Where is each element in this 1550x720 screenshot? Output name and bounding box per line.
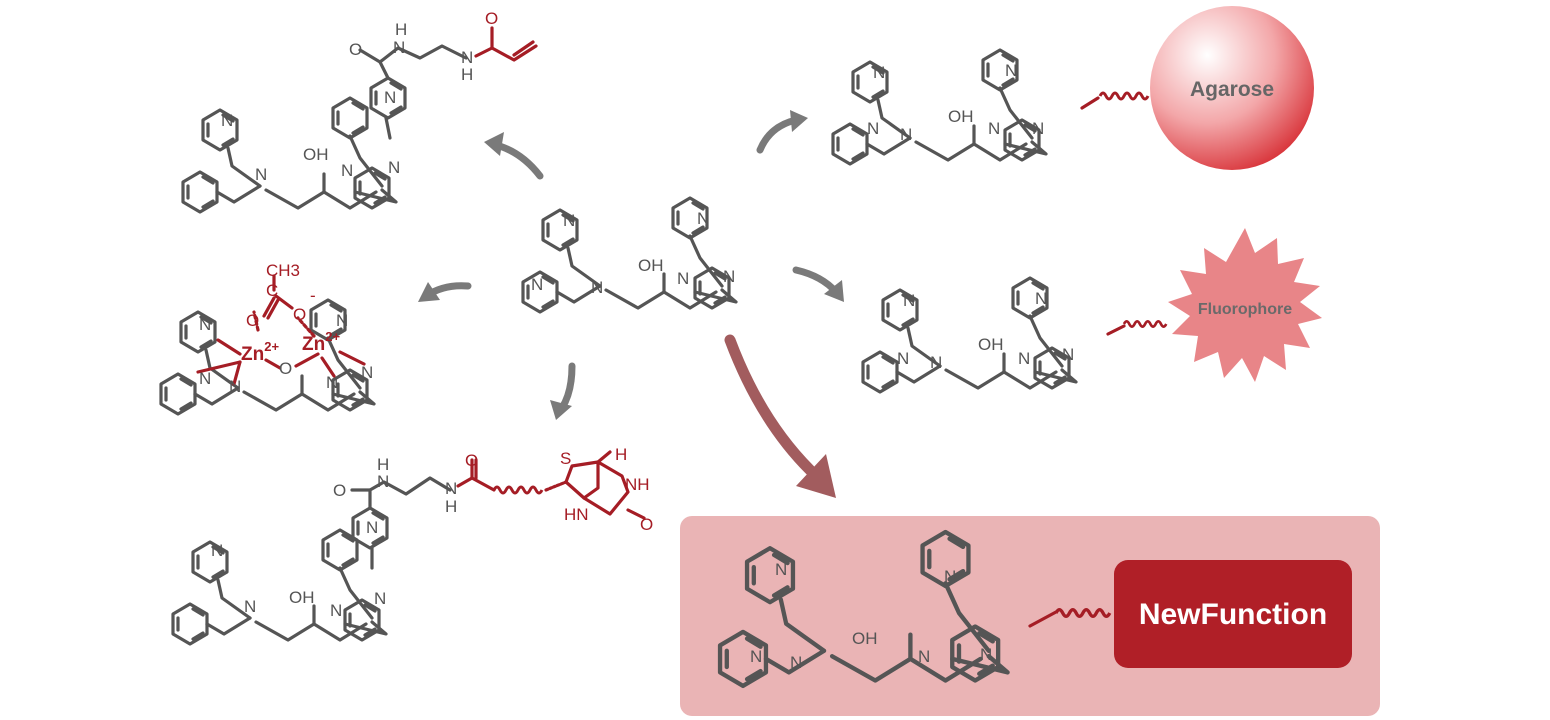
- arrow-to-fluorophore: [792, 266, 840, 296]
- atom-label: N: [326, 373, 338, 392]
- atom-label: H: [461, 65, 473, 84]
- arrow-to-new-function: [724, 334, 816, 476]
- new-function-label: NewFunction: [1139, 598, 1327, 631]
- atom-label: N: [199, 315, 211, 334]
- reaction-arrows: [418, 110, 844, 498]
- atom-label: OH: [948, 107, 974, 126]
- atom-label: N: [897, 349, 909, 368]
- atom-label: N: [377, 472, 389, 491]
- atom-label: N: [980, 645, 992, 664]
- agarose-conjugate: Agarose N N N OH N N N: [833, 6, 1314, 170]
- agarose-label: Agarose: [1190, 78, 1274, 101]
- atom-label: N: [531, 275, 543, 294]
- atom-label: N: [750, 647, 762, 666]
- arrow-to-new-function-head: [796, 454, 836, 498]
- atom-label: N: [341, 161, 353, 180]
- atom-label: OH: [303, 145, 329, 164]
- atom-label: OH: [289, 588, 315, 607]
- atom-label: N: [790, 653, 802, 672]
- new-function-panel: NewFunction N N N OH N N N: [680, 516, 1380, 716]
- atom-label: -: [310, 286, 316, 305]
- atom-label: O: [246, 311, 259, 330]
- atom-label: N: [677, 269, 689, 288]
- atom-label: N: [336, 311, 348, 330]
- atom-label: N: [211, 541, 223, 560]
- atom-label: N: [867, 119, 879, 138]
- atom-label: NH: [625, 475, 650, 494]
- atom-label: O: [333, 481, 346, 500]
- atom-label: HN: [564, 505, 589, 524]
- zinc-label: Zn2+: [302, 329, 340, 355]
- central-ligand: N N N OH N N N: [523, 198, 736, 312]
- atom-label: N: [1018, 349, 1030, 368]
- atom-label: N: [873, 63, 885, 82]
- atom-label: N: [384, 88, 396, 107]
- atom-label: S: [560, 449, 571, 468]
- atom-label: N: [1035, 289, 1047, 308]
- acrylamide-ligand: O H N N H O N N OH N N N: [183, 9, 538, 212]
- atom-label: CH3: [266, 261, 300, 280]
- atom-label: N: [944, 567, 956, 586]
- atom-label: H: [395, 20, 407, 39]
- agarose-bead: [1150, 6, 1314, 170]
- fluorophore-starburst: [1168, 228, 1322, 382]
- atom-label: N: [374, 589, 386, 608]
- atom-label: OH: [852, 629, 878, 648]
- atom-label: O: [279, 359, 292, 378]
- atom-label: N: [930, 353, 942, 372]
- atom-label: O: [640, 515, 653, 534]
- fluorophore-conjugate: Fluorophore N N N OH N N N: [863, 228, 1322, 392]
- atom-label: N: [900, 125, 912, 144]
- atom-label: OH: [638, 256, 664, 275]
- atom-label: N: [1032, 119, 1044, 138]
- atom-label: N: [244, 597, 256, 616]
- atom-label: N: [366, 518, 378, 537]
- atom-label: C: [266, 281, 278, 300]
- atom-label: H: [445, 497, 457, 516]
- atom-label: N: [461, 48, 473, 67]
- arrow-to-agarose: [756, 116, 800, 154]
- atom-label: N: [199, 369, 211, 388]
- atom-label: N: [229, 377, 241, 396]
- fluorophore-label: Fluorophore: [1198, 301, 1292, 318]
- biotin-ligand: O H N N H O S H NH HN O N N OH N N N: [173, 445, 653, 644]
- new-function-box: [1114, 560, 1352, 668]
- atom-label: N: [255, 165, 267, 184]
- atom-label: OH: [978, 335, 1004, 354]
- atom-label: N: [775, 560, 787, 579]
- arrow-to-biotin: [558, 362, 576, 412]
- atom-label: N: [918, 647, 930, 666]
- atom-label: O: [349, 40, 362, 59]
- atom-label: N: [591, 278, 603, 297]
- atom-label: N: [563, 211, 575, 230]
- atom-label: N: [221, 111, 233, 130]
- atom-label: N: [445, 479, 457, 498]
- atom-label: N: [723, 267, 735, 286]
- atom-label: H: [377, 455, 389, 474]
- zinc-label: Zn2+: [241, 339, 279, 365]
- atom-label: N: [393, 38, 405, 57]
- atom-label: O: [485, 9, 498, 28]
- zinc-complex: CH3 C O O - Zn2+ Zn2+ O N N N N N N: [161, 261, 374, 414]
- atom-label: N: [988, 119, 1000, 138]
- atom-label: O: [465, 451, 478, 470]
- atom-label: N: [330, 601, 342, 620]
- atom-label: N: [1062, 345, 1074, 364]
- atom-label: N: [388, 158, 400, 177]
- atom-label: H: [615, 445, 627, 464]
- atom-label: N: [361, 363, 373, 382]
- atom-label: N: [1005, 61, 1017, 80]
- atom-label: O: [293, 305, 306, 324]
- atom-label: N: [697, 209, 709, 228]
- atom-label: N: [903, 291, 915, 310]
